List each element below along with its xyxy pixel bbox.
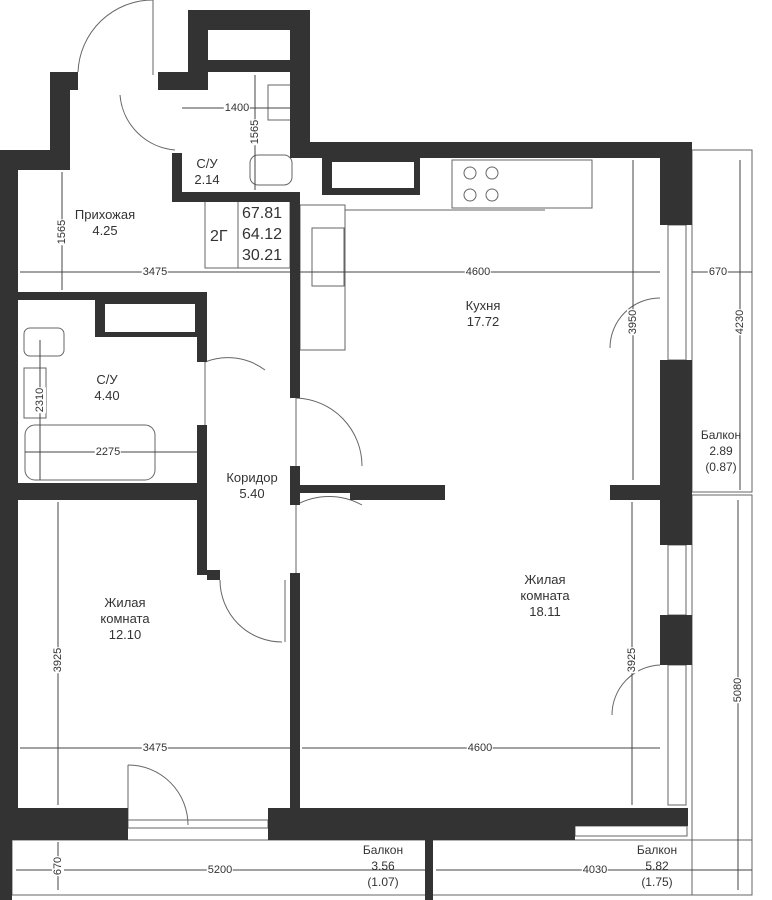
balcony-outlines bbox=[11, 0, 753, 896]
dimension-lines bbox=[16, 75, 752, 890]
dim-balcony-bl-length: 5200 bbox=[206, 864, 234, 876]
dim-balcony-r-width: 670 bbox=[707, 266, 729, 278]
apartment-type: 2Г bbox=[210, 228, 228, 245]
dim-balcony-r2-length: 5080 bbox=[732, 676, 744, 704]
dim-room2-depth: 3925 bbox=[626, 646, 638, 674]
dim-bath-depth: 2310 bbox=[34, 386, 46, 414]
dim-room1-depth: 3925 bbox=[52, 646, 64, 674]
dim-kitchen-width: 4600 bbox=[464, 266, 492, 278]
dim-balcony-r-length: 4230 bbox=[734, 308, 746, 336]
dim-hall-depth: 1565 bbox=[56, 218, 68, 246]
dim-balcony-depth: 670 bbox=[52, 855, 64, 877]
shaft-voids bbox=[105, 30, 414, 332]
dim-kitchen-depth: 3950 bbox=[627, 308, 639, 336]
total-area: 67.81 bbox=[242, 205, 283, 222]
dim-room1-width: 3475 bbox=[141, 742, 169, 754]
dim-room2-width: 4600 bbox=[466, 742, 494, 754]
dim-balcony-br-length: 4030 bbox=[581, 864, 609, 876]
living-area: 30.21 bbox=[242, 247, 283, 264]
area-without-balconies: 64.12 bbox=[242, 226, 283, 243]
area-summary: 67.81 64.12 30.21 bbox=[242, 203, 282, 266]
dim-wc-depth: 1565 bbox=[249, 118, 261, 146]
dim-hall-width: 3475 bbox=[141, 266, 169, 278]
dim-bath-width: 2275 bbox=[94, 446, 122, 458]
dim-wc-width: 1400 bbox=[223, 102, 251, 114]
